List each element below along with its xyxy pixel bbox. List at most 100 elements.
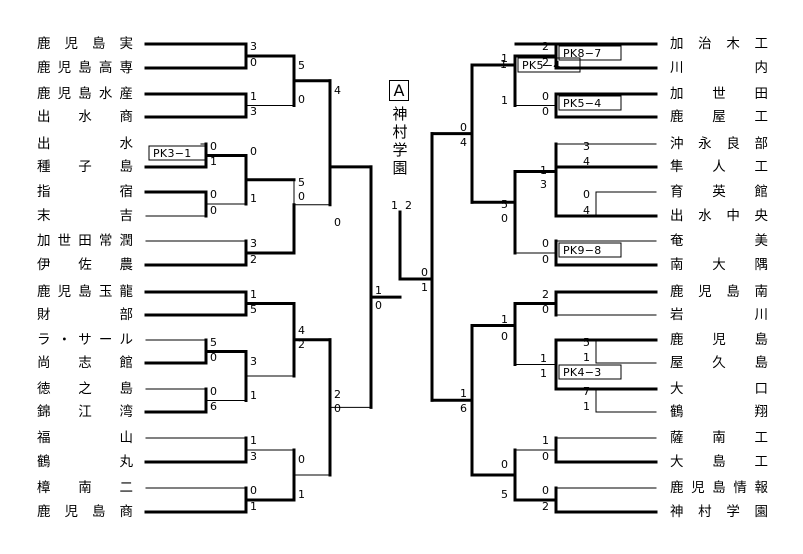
pk-label: PK8−7: [563, 47, 602, 60]
team-name-left: 樟南二: [37, 480, 133, 496]
score-left-r3: 5: [298, 59, 305, 72]
score-right-r1: 1: [583, 351, 590, 364]
score-right-r2: 0: [501, 329, 508, 343]
score-left-r3: 5: [298, 175, 305, 189]
score-right-r1: 1: [542, 434, 549, 447]
score-left-r2: 1: [250, 192, 257, 205]
team-name-left: 指宿: [37, 184, 133, 200]
score-right-r1: 0: [583, 188, 590, 201]
score-right-r1: 2: [542, 500, 549, 513]
score-right-r3: 0: [460, 120, 467, 134]
score-left-r2: 3: [250, 354, 257, 368]
score-left-r2: 1: [298, 488, 305, 501]
score-right-r3: 5: [501, 197, 508, 211]
score-right-r5: 0: [421, 265, 428, 279]
team-name-right: 薩南工: [670, 430, 768, 446]
score-left-r4: 0: [334, 401, 341, 415]
score-right-r1: 0: [542, 237, 549, 250]
score-left-r5: 0: [375, 299, 382, 313]
team-name-left: 錦江湾: [37, 404, 133, 420]
score-left-r1: 1: [250, 288, 257, 301]
team-name-left: 出水: [37, 136, 133, 152]
score-right-r2: 3: [540, 177, 547, 191]
team-name-right: 鶴翔: [670, 404, 768, 420]
team-name-left: 出水商: [37, 109, 133, 125]
final-score: 1: [391, 199, 398, 212]
score-right-r3: 0: [501, 211, 508, 225]
pk-label-box: [558, 242, 622, 258]
score-left-r1: 5: [210, 336, 217, 349]
score-right-r2: 1: [501, 52, 508, 65]
champion-name-char: 神: [392, 105, 408, 123]
team-name-right: 沖永良部: [670, 136, 768, 152]
pk-label: PK5−4: [522, 59, 561, 72]
team-name-left: 徳之島: [37, 381, 133, 397]
score-left-r4: 4: [334, 83, 341, 97]
score-left-r1: 3: [250, 237, 257, 250]
team-name-right: 神村学園: [670, 504, 768, 520]
score-right-r1: 7: [583, 385, 590, 398]
champion-name-char: 園: [392, 159, 408, 177]
pk-label: PK4−3: [563, 366, 602, 379]
score-right-r1: 0: [542, 105, 549, 118]
score-right-r2: 5: [501, 488, 508, 501]
champion-name: 神 村 学 園: [389, 105, 411, 177]
score-left-r1: 6: [210, 400, 217, 413]
pk-label: PK5−4: [563, 97, 602, 110]
pk-label-box: [148, 145, 206, 161]
score-left-r1: 0: [210, 204, 217, 217]
team-name-right: 育英館: [670, 184, 768, 200]
score-left-r2: 1: [250, 388, 257, 402]
team-name-right: 南大隅: [670, 257, 768, 273]
score-left-r1: 0: [250, 56, 257, 69]
score-right-r2: 1: [540, 163, 547, 177]
team-name-left: 尚志館: [37, 355, 133, 371]
team-name-left: 鹿児島玉龍: [37, 284, 133, 300]
team-name-right: 大島工: [670, 454, 768, 470]
champion-name-char: 村: [392, 123, 408, 141]
team-name-right: 屋久島: [670, 355, 768, 371]
team-name-right: 鹿児島南: [670, 284, 768, 300]
score-right-r2: 1: [501, 312, 508, 326]
team-name-left: 財部: [37, 307, 133, 323]
team-name-left: 鹿児島水産: [37, 86, 133, 102]
score-left-r1: 0: [210, 351, 217, 364]
team-name-left: 鹿児島高専: [37, 60, 133, 76]
score-right-r2: 1: [500, 58, 507, 71]
pk-label: PK9−8: [563, 244, 602, 257]
score-left-r1: 0: [250, 484, 257, 497]
team-name-right: 隼人工: [670, 159, 768, 175]
score-right-r1: 5: [583, 336, 590, 349]
team-name-right: 鹿児島情報: [670, 480, 768, 496]
score-left-r1: 1: [250, 434, 257, 447]
score-right-r1: 3: [583, 140, 590, 153]
team-name-right: 岩川: [670, 307, 768, 323]
score-right-r1: 0: [542, 90, 549, 103]
team-name-left: 末吉: [37, 208, 133, 224]
score-right-r3: 4: [460, 135, 467, 149]
score-right-r4: 6: [460, 402, 467, 416]
score-left-r2: 0: [210, 140, 217, 153]
champion-block-label: A: [389, 80, 409, 101]
team-name-left: 種子島: [37, 159, 133, 175]
score-right-r1: 2: [542, 56, 549, 69]
champion-name-char: 学: [392, 141, 408, 159]
score-right-r1: 0: [542, 303, 549, 316]
score-right-r1: 2: [542, 288, 549, 301]
score-left-r1: 3: [250, 105, 257, 118]
team-name-right: 加世田: [670, 86, 768, 102]
team-name-left: 鹿児島実: [37, 36, 133, 52]
score-left-r1: 5: [250, 303, 257, 316]
score-right-r1: 4: [583, 204, 590, 217]
score-left-r3: 2: [298, 337, 305, 351]
pk-label: PK3−1: [153, 147, 192, 160]
score-left-r3: 0: [298, 92, 305, 106]
score-left-r1: 3: [250, 40, 257, 53]
score-left-r4: 2: [334, 387, 341, 401]
pk-label-box: [558, 95, 622, 111]
score-left-r3: 0: [298, 189, 305, 203]
score-left-r1: 0: [210, 188, 217, 201]
pk-label-box: [517, 57, 581, 73]
